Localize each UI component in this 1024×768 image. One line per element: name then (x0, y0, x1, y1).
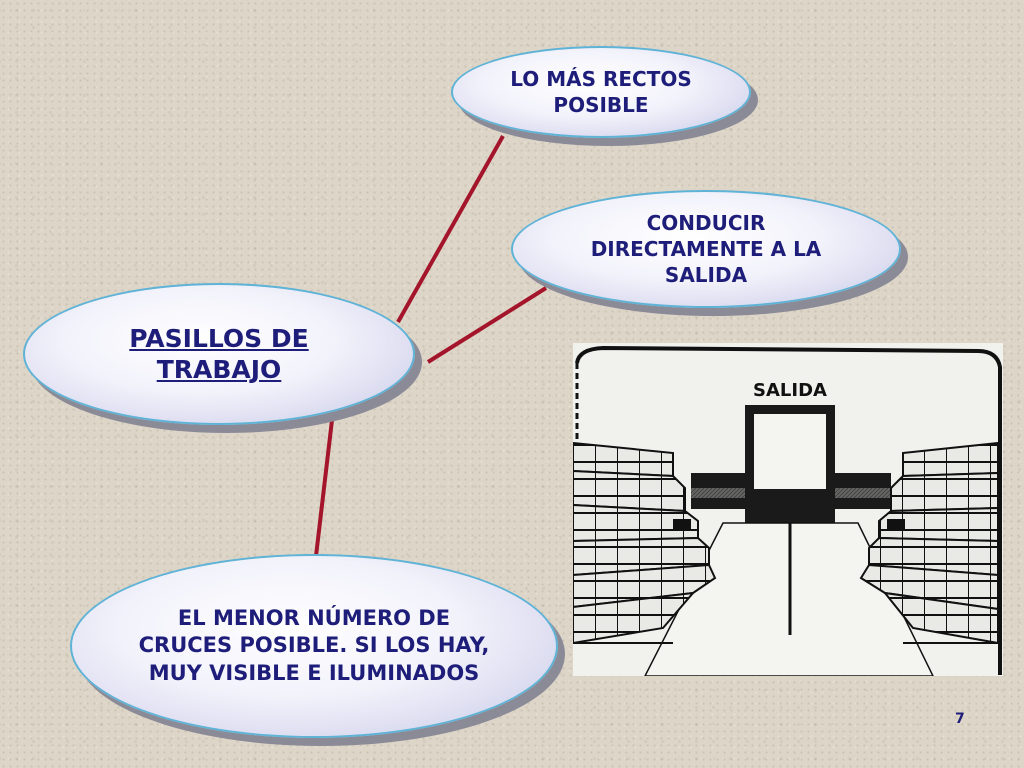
ceiling-frame (575, 345, 1002, 675)
subtopic-label-cruces: EL MENOR NÚMERO DE CRUCES POSIBLE. SI LO… (138, 606, 490, 685)
warehouse-aisle-illustration: SALIDA (573, 343, 1003, 676)
subtopic-node-rectos: LO MÁS RECTOS POSIBLE (451, 46, 751, 138)
subtopic-label-rectos: LO MÁS RECTOS POSIBLE (510, 67, 692, 117)
connector-main-to-cruces (314, 419, 334, 557)
connector-main-to-salida (426, 286, 548, 364)
main-topic-node: PASILLOS DE TRABAJO (23, 283, 415, 425)
subtopic-node-salida: CONDUCIR DIRECTAMENTE A LA SALIDA (511, 190, 901, 308)
connector-main-to-rectos (396, 135, 505, 323)
left-shelving (573, 441, 717, 645)
exit-door-window (754, 414, 826, 469)
subtopic-node-cruces: EL MENOR NÚMERO DE CRUCES POSIBLE. SI LO… (70, 554, 558, 738)
slide-number: 7 (955, 711, 965, 727)
subtopic-label-salida: CONDUCIR DIRECTAMENTE A LA SALIDA (590, 211, 822, 287)
main-topic-label: PASILLOS DE TRABAJO (129, 323, 309, 384)
right-shelving (859, 441, 999, 645)
exit-sign-text: SALIDA (753, 380, 827, 401)
